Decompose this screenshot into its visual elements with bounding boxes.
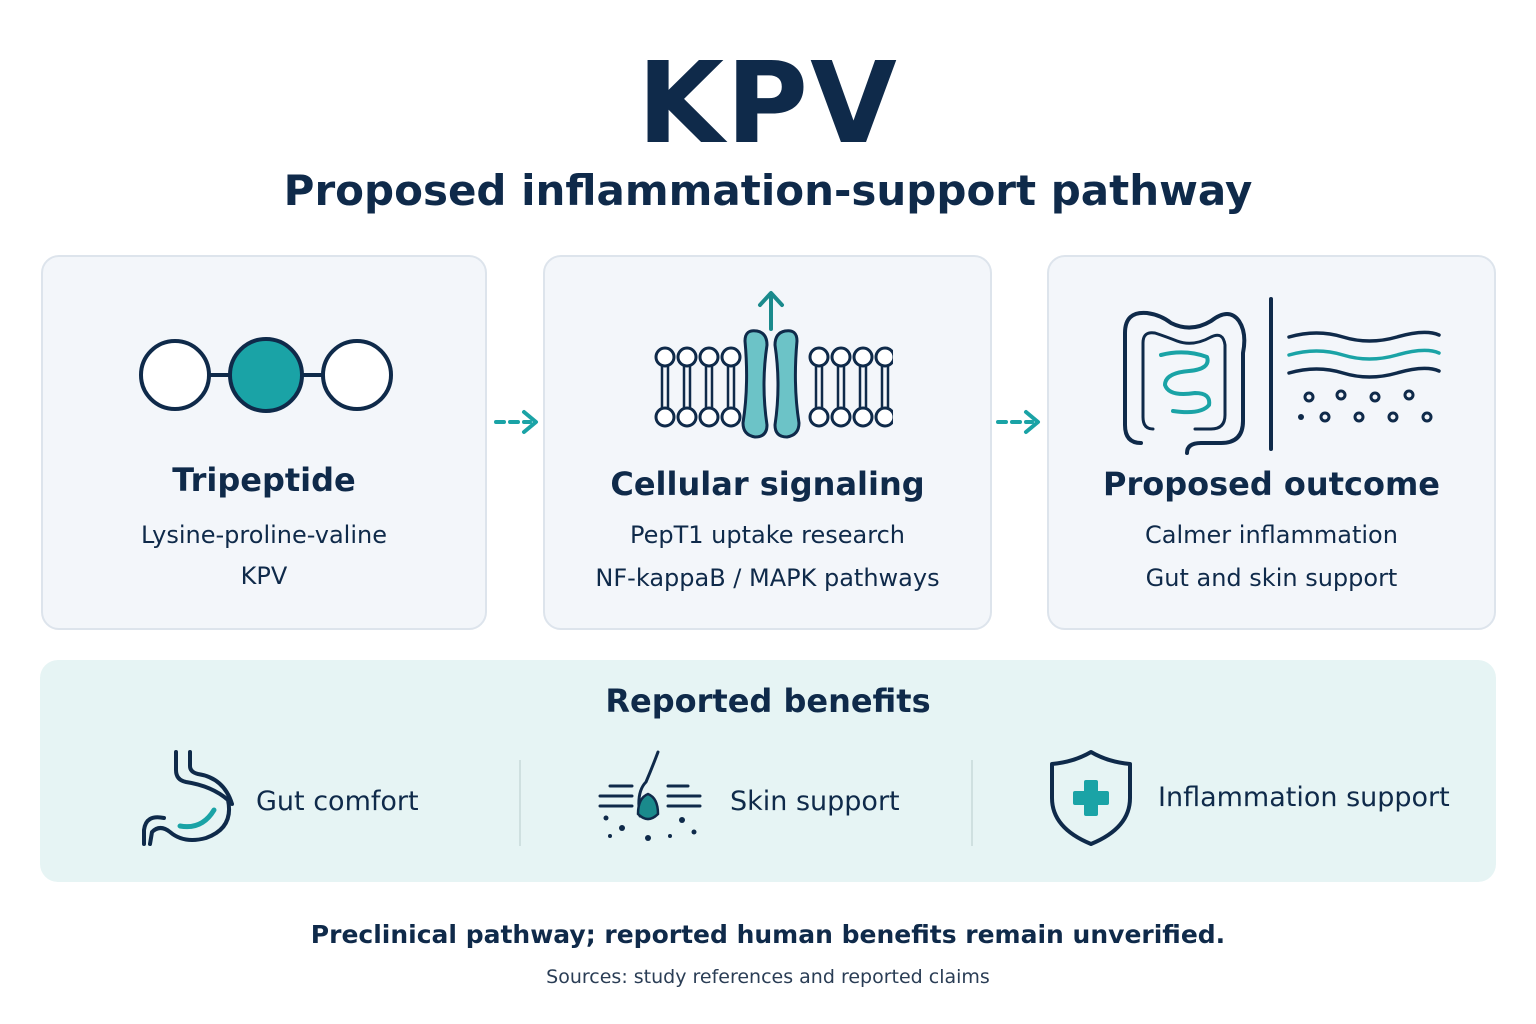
step-detail: KPV [240,562,288,590]
dashed-arrow-icon [494,410,538,434]
gut-skin-icon [1123,297,1441,455]
benefit-divider [971,760,973,846]
step-detail: Gut and skin support [1145,564,1398,592]
benefit-label: Skin support [730,786,900,817]
benefit-divider [519,760,521,846]
disclaimer-text: Preclinical pathway; reported human bene… [310,920,1226,949]
step-title: Tripeptide [172,461,356,499]
step-detail: NF-kappaB / MAPK pathways [595,564,940,592]
pathway-card-tripeptide: Tripeptide Lysine-proline-valine KPV [41,255,487,630]
stomach-icon [142,750,234,846]
pathway-card-cellular-signaling: Cellular signaling PepT1 uptake research… [543,255,992,630]
page-subtitle: Proposed inflammation-support pathway [283,166,1253,215]
reported-benefits-panel: Reported benefits Gut comfort Skin suppo… [40,660,1496,882]
pathway-card-proposed-outcome: Proposed outcome Calmer inflammation Gut… [1047,255,1496,630]
benefit-label: Inflammation support [1158,782,1450,813]
step-detail: PepT1 uptake research [629,521,905,549]
sources-text: Sources: study references and reported c… [546,966,990,988]
page-title: KPV [637,39,899,169]
step-title: Cellular signaling [610,465,925,503]
tripeptide-icon [139,337,393,413]
cell-membrane-icon [654,291,893,439]
benefit-label: Gut comfort [256,786,419,817]
shield-plus-icon [1050,750,1132,846]
step-detail: Lysine-proline-valine [141,521,387,549]
dashed-arrow-icon [996,410,1040,434]
step-detail: Calmer inflammation [1145,521,1398,549]
skin-follicle-icon [598,750,702,841]
benefits-title: Reported benefits [605,682,931,720]
step-title: Proposed outcome [1103,465,1440,503]
